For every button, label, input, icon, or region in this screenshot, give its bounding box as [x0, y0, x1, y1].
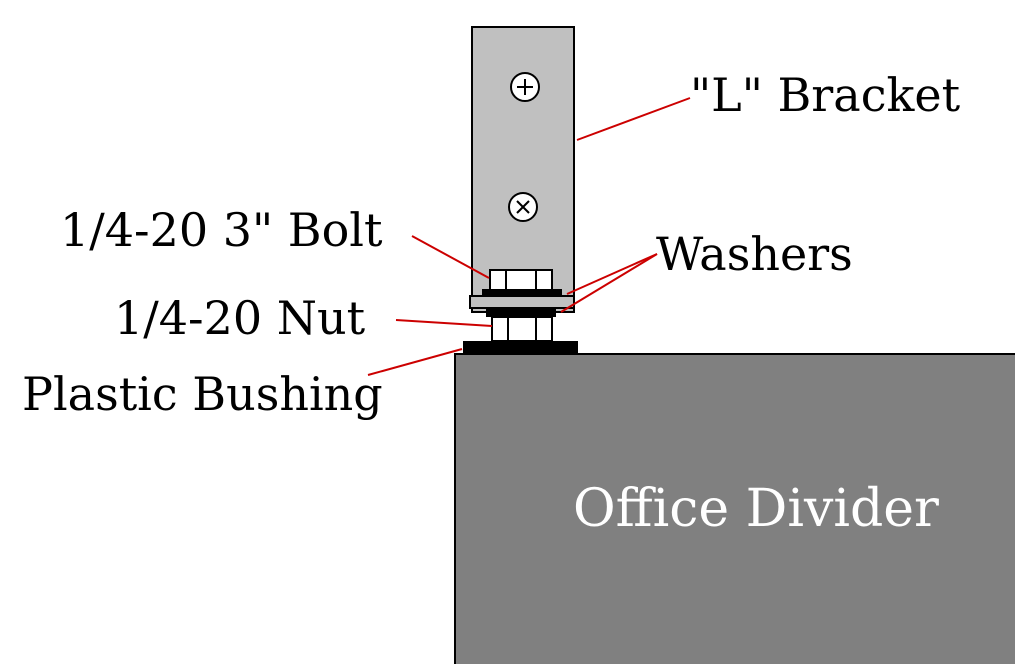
l-bracket-foot [469, 295, 575, 309]
washers-label: Washers [656, 227, 853, 281]
lower-washer [486, 308, 556, 317]
leader-line-washer-lower [560, 253, 658, 313]
cross-screw-icon [508, 192, 538, 222]
nut-label: 1/4-20 Nut [114, 291, 366, 345]
office-divider-panel [454, 353, 1015, 664]
bolt-head [489, 269, 553, 291]
plastic-bushing [463, 341, 578, 355]
upper-washer [482, 289, 562, 298]
leader-line-nut [395, 319, 493, 327]
leader-line-bolt [411, 235, 490, 279]
office-divider-label: Office Divider [573, 479, 939, 539]
leader-lines [367, 97, 691, 376]
bushing-label: Plastic Bushing [22, 367, 383, 421]
phillips-screw-icon [510, 72, 540, 102]
leader-line-washer-upper [566, 253, 658, 295]
l-bracket-label: "L" Bracket [690, 68, 961, 122]
leader-line-bushing [367, 348, 463, 376]
bolt-label: 1/4-20 3" Bolt [60, 203, 383, 257]
leader-line-bracket [576, 97, 691, 141]
hex-nut [491, 316, 553, 342]
